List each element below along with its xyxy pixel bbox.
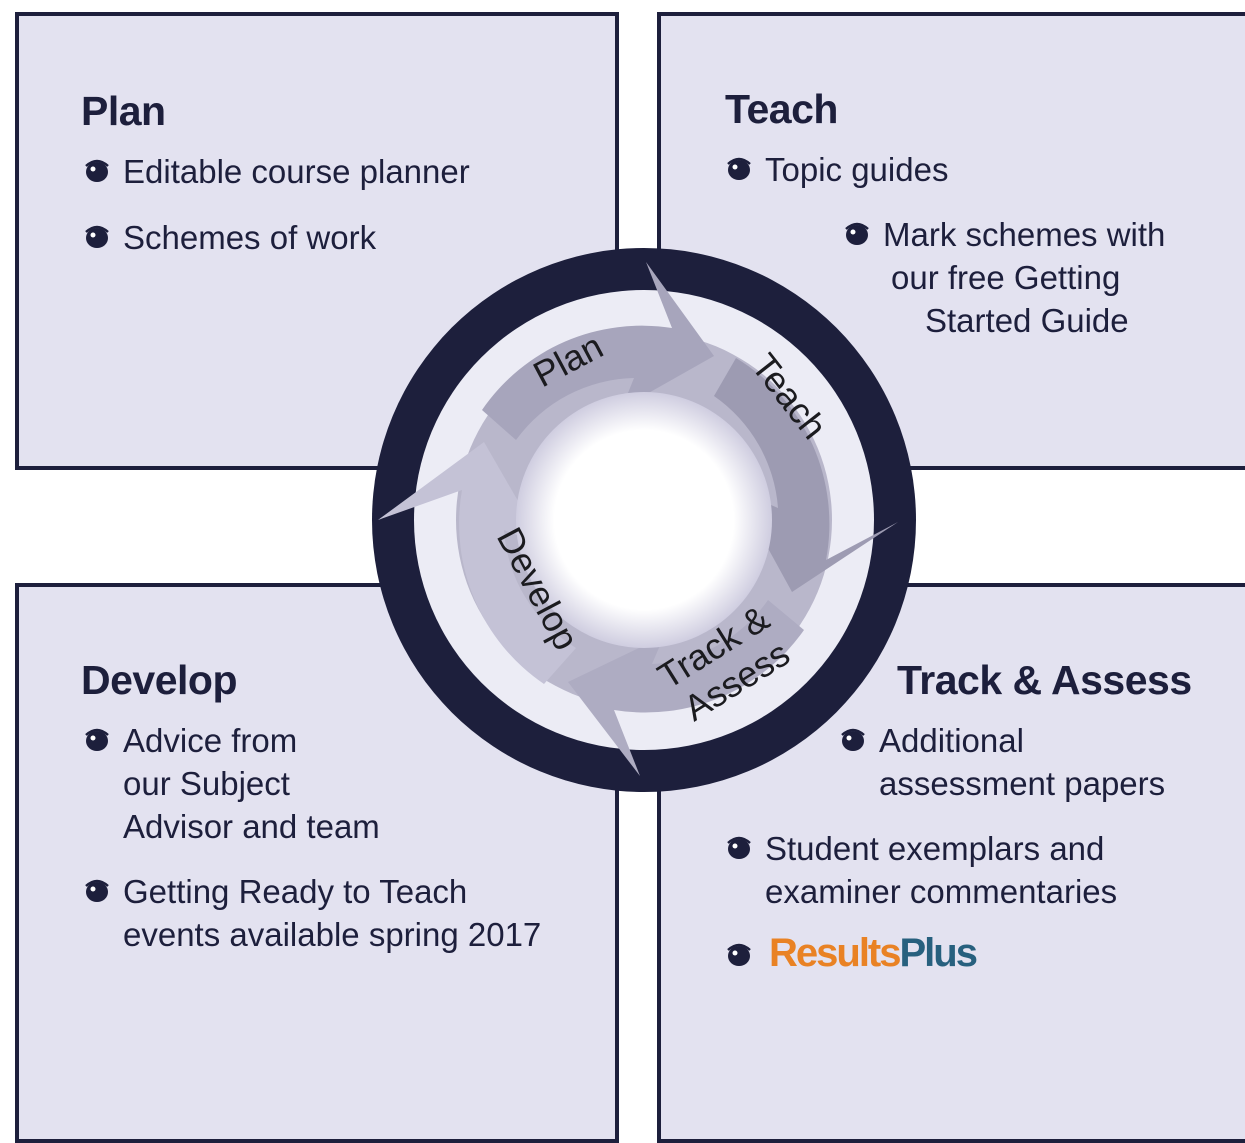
item-line: our Subject (123, 765, 290, 802)
teach-item-mark-schemes: Mark schemes with our free Getting Start… (845, 213, 1166, 342)
track-item-assessment-papers: Additional assessment papers (841, 719, 1166, 805)
plan-item-schemes: Schemes of work (85, 216, 377, 259)
eye-bullet-icon (727, 157, 751, 180)
item-line: examiner commentaries (765, 873, 1118, 910)
teach-item-topic-guides: Topic guides (727, 148, 949, 191)
develop-arrow (378, 442, 576, 684)
track-assess-arrow (568, 600, 804, 776)
cycle-center (516, 392, 772, 648)
eye-bullet-icon (841, 728, 865, 751)
plan-heading: Plan (81, 88, 166, 134)
item-line: our free Getting (891, 259, 1121, 296)
item-line: Mark schemes with (883, 216, 1166, 253)
track-item-exemplars: Student exemplars and examiner commentar… (727, 827, 1118, 913)
cycle-diagram: Plan Teach Track & Assess Develop (372, 248, 916, 792)
teach-heading: Teach (725, 86, 838, 132)
resultsplus-logo-plus: Plus (899, 931, 978, 975)
item-line: Topic guides (765, 151, 949, 188)
eye-bullet-icon (727, 836, 751, 859)
item-line: Started Guide (925, 302, 1129, 339)
item-line: events available spring 2017 (123, 916, 542, 953)
develop-item-advice: Advice from our Subject Advisor and team (85, 719, 380, 848)
develop-heading: Develop (81, 657, 238, 703)
item-line: Additional (879, 722, 1024, 759)
plan-panel: Plan Editable course planner Schemes of … (15, 12, 619, 470)
track-assess-heading: Track & Assess (897, 657, 1192, 703)
item-line: Advisor and team (123, 808, 380, 845)
plan-arrow (482, 262, 714, 440)
eye-bullet-icon (85, 879, 109, 902)
item-line: Schemes of work (123, 219, 377, 256)
eye-bullet-icon (85, 225, 109, 248)
item-line: Getting Ready to Teach (123, 873, 468, 910)
eye-bullet-icon (85, 728, 109, 751)
item-line: Student exemplars and (765, 830, 1105, 867)
eye-bullet-icon (727, 943, 751, 966)
item-line: Editable course planner (123, 153, 470, 190)
item-line: assessment papers (879, 765, 1166, 802)
eye-bullet-icon (845, 222, 869, 245)
plan-item-course-planner: Editable course planner (85, 150, 470, 193)
resultsplus-logo[interactable]: ResultsPlus (727, 931, 978, 976)
develop-item-events: Getting Ready to Teach events available … (85, 870, 542, 956)
resultsplus-logo-results: Results (769, 931, 901, 975)
item-line: Advice from (123, 722, 298, 759)
eye-bullet-icon (85, 159, 109, 182)
